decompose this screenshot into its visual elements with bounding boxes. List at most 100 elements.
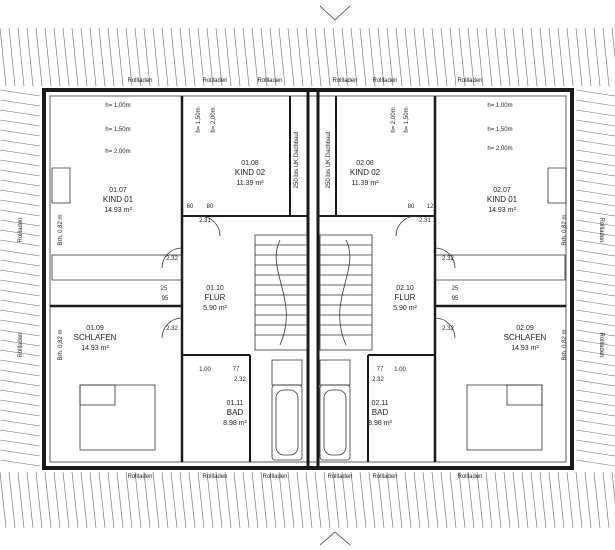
roof-hatch-line	[377, 471, 385, 529]
roof-hatch-line	[575, 249, 615, 257]
roof-hatch-line	[0, 299, 41, 307]
roof-hatch-line	[575, 439, 615, 447]
roof-hatch-line	[44, 27, 52, 87]
roof-hatch-line	[503, 27, 511, 87]
roof-hatch-line	[251, 471, 259, 529]
roof-hatch-line	[350, 27, 358, 87]
dimension-label: 80	[207, 204, 214, 210]
rollladen-label: Rollladen	[202, 78, 227, 84]
roof-hatch-line	[575, 419, 615, 427]
roof-hatch-line	[323, 27, 331, 87]
door-left-3	[199, 215, 221, 237]
dimension-label: 2.31	[199, 218, 211, 224]
roof-hatch-line	[80, 471, 88, 529]
roof-hatch-line	[431, 471, 439, 529]
roof-hatch-line	[71, 471, 79, 529]
roof-hatch-line	[53, 471, 61, 529]
roof-hatch-line	[278, 471, 286, 529]
dimension-label: 1.00	[199, 367, 211, 373]
roof-hatch-line	[0, 409, 41, 417]
roof-hatch-line	[314, 471, 322, 529]
roof-hatch-line	[575, 459, 615, 467]
room-name: SCHLAFEN	[504, 333, 547, 342]
roof-hatch-line	[575, 339, 615, 347]
roof-hatch-line	[323, 471, 331, 529]
height-label: h= 1,50m	[196, 107, 202, 132]
roof-hatch-line	[0, 349, 41, 357]
roof-hatch-line	[575, 109, 615, 117]
room-area: 14.93 m²	[488, 207, 516, 214]
roof-hatch-line	[0, 189, 41, 197]
roof-hatch-line	[305, 27, 313, 87]
roof-hatch-line	[575, 289, 615, 297]
roof-hatch-line	[0, 449, 41, 457]
height-label: h= 2,00m	[211, 107, 217, 132]
room-id: 01.07	[109, 187, 127, 194]
roof-hatch-line	[575, 299, 615, 307]
roof-hatch-line	[0, 239, 41, 247]
dimension-label: 2.32	[234, 377, 246, 383]
roof-hatch-line	[512, 27, 520, 87]
height-label: h= 1,00m	[105, 103, 130, 109]
dimension-label: 60	[187, 204, 194, 210]
roof-hatch-line	[584, 27, 592, 87]
roof-hatch-line	[575, 349, 615, 357]
roof-hatch-line	[530, 27, 538, 87]
rollladen-label: Rollladen	[18, 332, 24, 357]
roof-hatch-line	[233, 471, 241, 529]
roof-hatch-line	[0, 359, 41, 367]
roof-hatch-line	[449, 27, 457, 87]
rollladen-label: Rollladen	[257, 78, 282, 84]
roof-hatch-line	[413, 27, 421, 87]
roof-hatch-line	[575, 89, 615, 97]
roof-hatch-line	[314, 27, 322, 87]
roof-hatch-line	[575, 129, 615, 137]
roof-hatch-line	[575, 309, 615, 317]
roof-hatch-line	[350, 471, 358, 529]
roof-hatch-line	[476, 27, 484, 87]
roof-hatch-line	[26, 27, 34, 87]
roof-hatch-line	[0, 89, 41, 97]
roof-hatch-line	[611, 471, 615, 503]
wardrobe-right	[434, 254, 566, 281]
roof-hatch-line	[26, 471, 34, 529]
roof-hatch-line	[98, 471, 106, 529]
roof-hatch-line	[575, 471, 583, 529]
roof-hatch-line	[539, 471, 547, 529]
roof-hatch-line	[575, 409, 615, 417]
roof-hatch-line	[0, 339, 41, 347]
roof-hatch-line	[377, 27, 385, 87]
roof-hatch-line	[404, 471, 412, 529]
roof-hatch-line	[0, 99, 41, 107]
dimension-label: 77	[233, 367, 240, 373]
roof-hatch-line	[602, 27, 610, 87]
roof-hatch-line	[35, 27, 43, 87]
roof-hatch-line	[575, 169, 615, 177]
roof-hatch-line	[296, 471, 304, 529]
roof-hatch-line	[431, 27, 439, 87]
roof-hatch-line	[89, 27, 97, 87]
room-id: 01.09	[86, 325, 104, 332]
roof-hatch-line	[368, 471, 376, 529]
roof-hatch-line	[332, 27, 340, 87]
roof-hatch-line	[575, 189, 615, 197]
roof-hatch-line	[179, 471, 187, 529]
room-name: KIND 02	[235, 168, 266, 177]
roof-hatch-line	[269, 471, 277, 529]
roof-hatch-line	[575, 229, 615, 237]
roof-hatch-line	[575, 269, 615, 277]
roof-hatch-line	[8, 471, 16, 529]
wardrobe-left	[51, 254, 183, 281]
height-label: h= 1,50m	[105, 127, 130, 133]
roof-hatch-line	[548, 27, 556, 87]
roof-hatch-line	[0, 319, 41, 327]
staircase-right	[319, 234, 373, 351]
roof-hatch-line	[575, 119, 615, 127]
roof-hatch-line	[449, 471, 457, 529]
rollladen-label: Rollladen	[262, 474, 287, 480]
roof-hatch-line	[0, 209, 41, 217]
roof-hatch-line	[188, 27, 196, 87]
room-name: BAD	[372, 408, 389, 417]
roof-hatch-line	[44, 471, 52, 529]
